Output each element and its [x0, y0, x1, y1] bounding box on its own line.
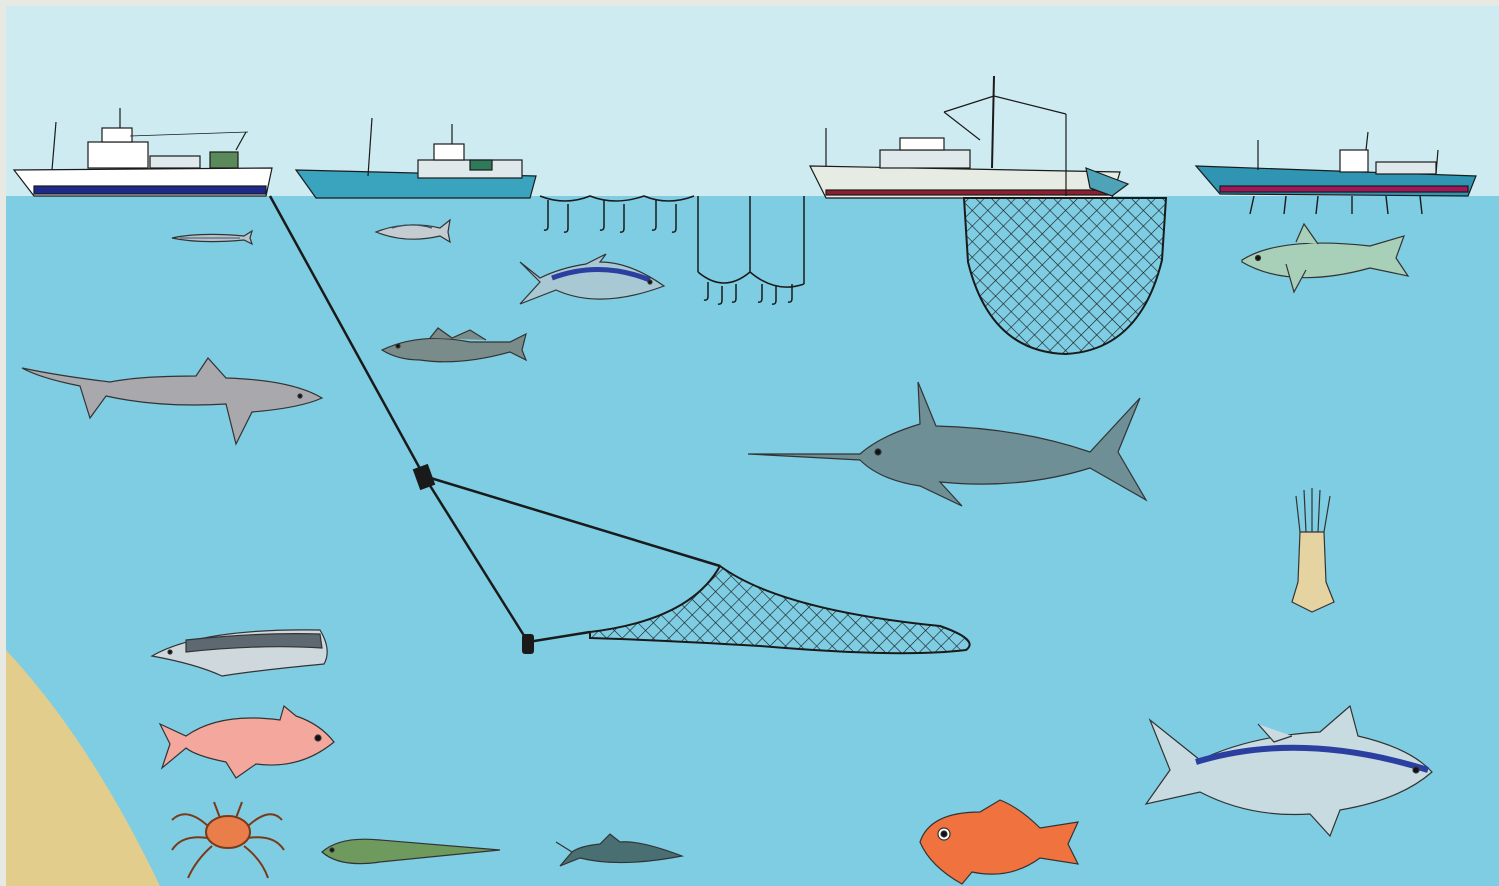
trawl-otter-board-lower	[522, 634, 534, 654]
